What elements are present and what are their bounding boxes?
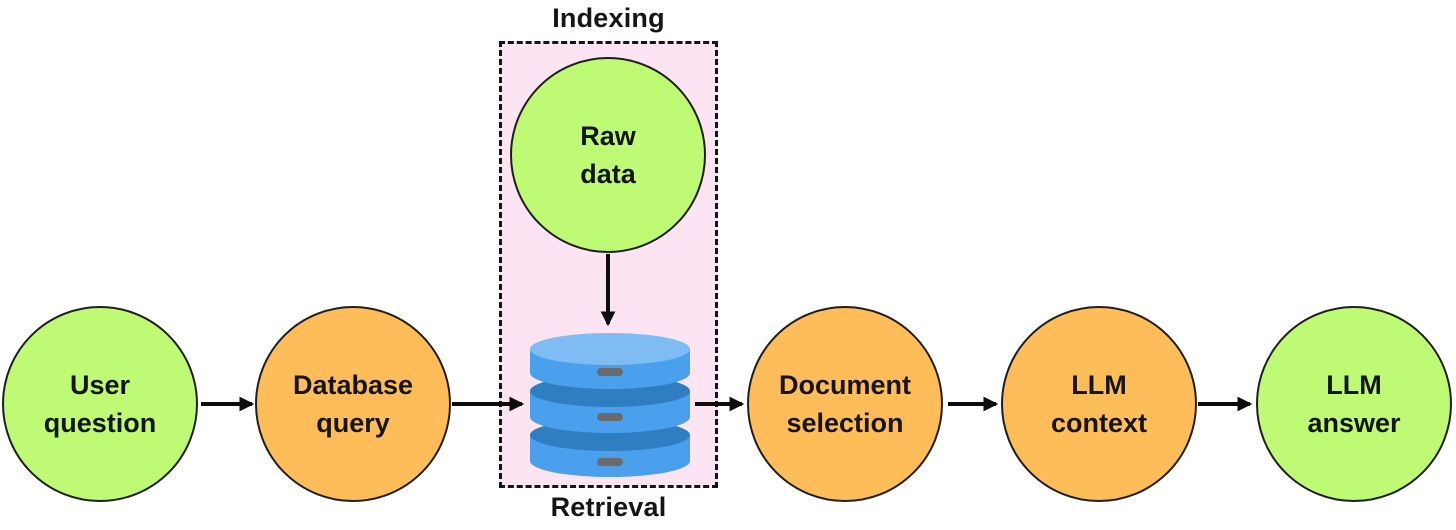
indexing-label: Indexing <box>552 3 665 33</box>
node-label-line: data <box>580 159 636 189</box>
node-label-line: context <box>1050 408 1148 438</box>
node-database-query: Database query <box>255 306 451 502</box>
node-label-line: selection <box>786 408 904 438</box>
db-dash <box>597 413 623 421</box>
node-llm-context: LLM context <box>1001 306 1197 502</box>
node-label-line: Document <box>778 370 911 400</box>
node-label-line: query <box>316 408 390 438</box>
node-document-selection: Document selection <box>747 306 943 502</box>
node-label-line: answer <box>1307 408 1401 438</box>
database-icon <box>530 333 690 477</box>
node-user-question: User question <box>2 306 198 502</box>
node-label-line: Database <box>292 370 414 400</box>
node-label-line: LLM <box>1071 370 1127 400</box>
node-label-line: Raw <box>580 121 636 151</box>
db-dash <box>597 458 623 466</box>
db-dash <box>597 368 623 376</box>
retrieval-label: Retrieval <box>550 492 667 522</box>
node-label-line: question <box>43 408 157 438</box>
node-label-line: User <box>69 370 131 400</box>
node-raw-data: Raw data <box>510 57 706 253</box>
node-llm-answer: LLM answer <box>1256 306 1452 502</box>
node-label-line: LLM <box>1326 370 1382 400</box>
